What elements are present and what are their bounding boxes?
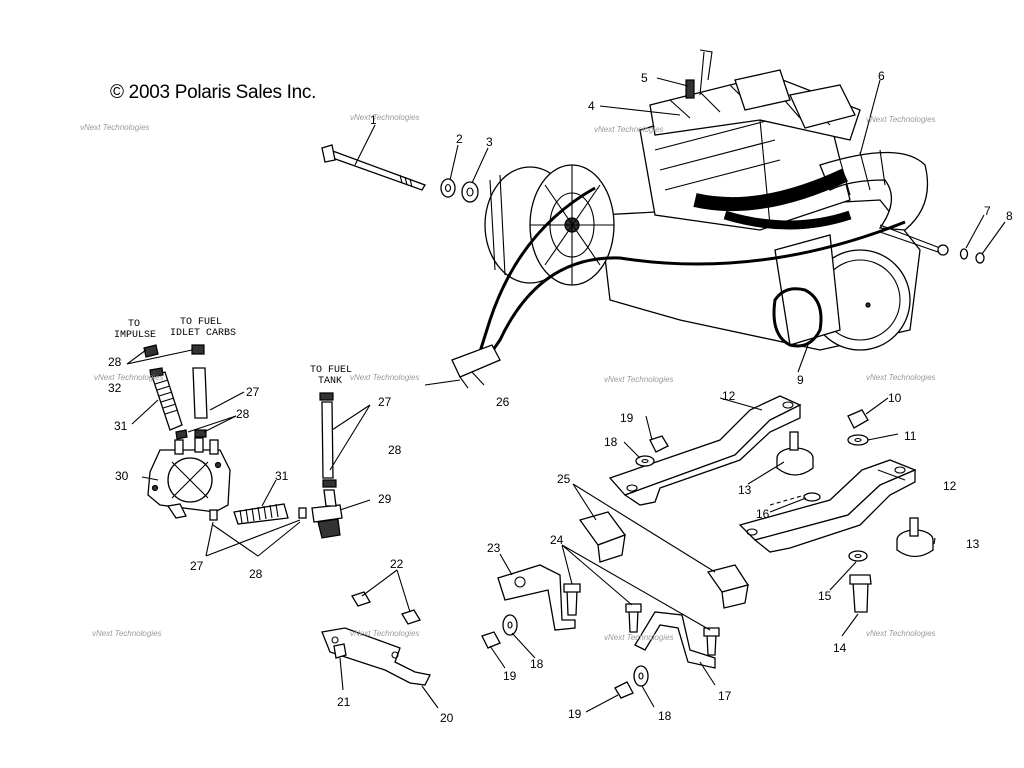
- label-19a: 19: [620, 411, 634, 425]
- label-26: 26: [496, 395, 510, 409]
- label-27c: 27: [190, 559, 204, 573]
- watermark-9: vNext Technologies: [92, 629, 162, 638]
- hose-27-idle: [192, 367, 208, 419]
- hose-31-outlet: [233, 503, 289, 525]
- label-31a: 31: [114, 419, 128, 433]
- to-fuel-tank-line2: TANK: [318, 376, 342, 387]
- rubber-mounts-13: [776, 431, 934, 558]
- label-17: 17: [718, 689, 732, 703]
- bolt-1: [321, 144, 426, 191]
- label-28a: 28: [108, 355, 122, 369]
- label-12b: 12: [943, 479, 957, 493]
- to-fuel-idlet-line1: TO FUEL: [180, 317, 222, 328]
- label-4: 4: [588, 99, 595, 113]
- label-15: 15: [818, 589, 832, 603]
- copyright-text: © 2003 Polaris Sales Inc.: [110, 82, 317, 103]
- label-11: 11: [904, 429, 917, 443]
- label-27b: 27: [378, 395, 392, 409]
- label-6: 6: [878, 69, 885, 83]
- washer-15-bolt-14: [848, 550, 872, 613]
- fuel-pump-30: [147, 437, 231, 519]
- to-fuel-tank-line1: TO FUEL: [310, 365, 352, 376]
- part-labels: 1 2 3 4 5 6 7 8 9 10 11 12 12 13 13 14 1…: [108, 69, 1013, 725]
- watermarks: vNext Technologies vNext Technologies vN…: [80, 113, 936, 642]
- label-13a: 13: [738, 483, 752, 497]
- label-22: 22: [390, 557, 404, 571]
- label-19c: 19: [568, 707, 582, 721]
- label-28d: 28: [249, 567, 263, 581]
- leader-lines: [126, 77, 1006, 713]
- watermark-1: vNext Technologies: [80, 123, 150, 132]
- label-18c: 18: [658, 709, 672, 723]
- label-25: 25: [557, 472, 571, 486]
- hose-27-tank: [321, 401, 334, 479]
- label-27a: 27: [246, 385, 260, 399]
- watermark-4: vNext Technologies: [866, 115, 936, 124]
- label-28b: 28: [236, 407, 250, 421]
- label-8: 8: [1006, 209, 1013, 223]
- bracket-20: [321, 627, 431, 686]
- label-14: 14: [833, 641, 847, 655]
- label-2: 2: [456, 132, 463, 146]
- callout-labels: TO IMPULSE TO FUEL IDLET CARBS TO FUEL T…: [114, 317, 352, 387]
- label-16: 16: [756, 507, 770, 521]
- washer-16: [769, 492, 821, 506]
- label-31b: 31: [275, 469, 289, 483]
- watermark-6: vNext Technologies: [350, 373, 420, 382]
- bolts-24: [563, 583, 720, 656]
- label-3: 3: [486, 135, 493, 149]
- label-10: 10: [888, 391, 902, 405]
- label-24: 24: [550, 533, 564, 547]
- watermark-5: vNext Technologies: [94, 373, 164, 382]
- watermark-7: vNext Technologies: [604, 375, 674, 384]
- bracket-23: [497, 564, 576, 631]
- label-18b: 18: [530, 657, 544, 671]
- nuts-22: [351, 591, 421, 625]
- watermark-3: vNext Technologies: [594, 125, 664, 134]
- fitting-29: [311, 489, 343, 539]
- to-impulse-line1: TO: [128, 319, 140, 330]
- bracket-17: [634, 611, 716, 669]
- label-23: 23: [487, 541, 501, 555]
- watermark-8: vNext Technologies: [866, 373, 936, 382]
- label-7: 7: [984, 204, 991, 218]
- nut-19-washer-18-lower: [481, 614, 649, 699]
- washer-2: [440, 178, 456, 198]
- label-9: 9: [797, 373, 804, 387]
- clamps-28: [143, 344, 337, 521]
- bracket-12-upper: [608, 395, 802, 506]
- watermark-12: vNext Technologies: [866, 629, 936, 638]
- label-19b: 19: [503, 669, 517, 683]
- label-20: 20: [440, 711, 454, 725]
- engine-assembly: [424, 49, 949, 386]
- label-28c: 28: [388, 443, 402, 457]
- label-5: 5: [641, 71, 648, 85]
- label-29: 29: [378, 492, 392, 506]
- label-12a: 12: [722, 389, 736, 403]
- label-1: 1: [370, 113, 377, 127]
- label-18a: 18: [604, 435, 618, 449]
- inline-filter-26: [451, 344, 501, 389]
- to-fuel-idlet-line2: IDLET CARBS: [170, 328, 236, 339]
- bracket-12-lower: [738, 459, 917, 553]
- to-impulse-line2: IMPULSE: [114, 330, 156, 341]
- label-30: 30: [115, 469, 129, 483]
- label-21: 21: [337, 695, 351, 709]
- nut-10-washer-11: [847, 409, 869, 446]
- watermark-10: vNext Technologies: [350, 629, 420, 638]
- watermark-2: vNext Technologies: [350, 113, 420, 122]
- mount-blocks-25: [578, 511, 750, 609]
- washer-7-nut-8: [959, 248, 985, 264]
- nut-3: [461, 181, 479, 203]
- label-13b: 13: [966, 537, 980, 551]
- watermark-11: vNext Technologies: [604, 633, 674, 642]
- label-32: 32: [108, 381, 122, 395]
- nut-19-washer-18-upper: [635, 435, 669, 467]
